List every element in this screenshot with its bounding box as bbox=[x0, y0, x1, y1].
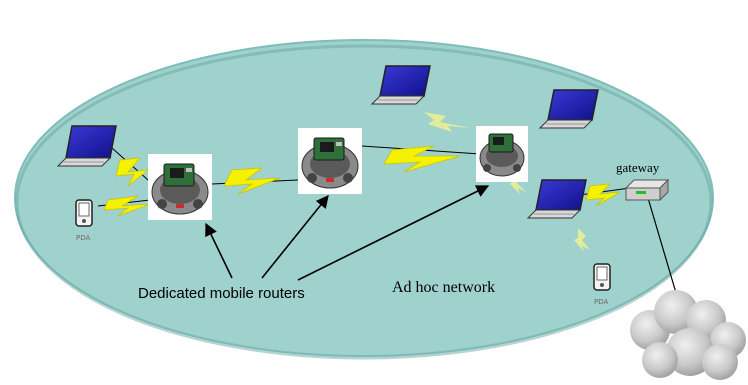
wireless-link-icon bbox=[585, 183, 621, 207]
dedicated-routers-label: Dedicated mobile routers bbox=[138, 285, 305, 302]
pda-label: PDA bbox=[76, 234, 90, 242]
wireless-link-icon bbox=[223, 167, 281, 195]
gateway-icon bbox=[624, 178, 670, 202]
wireless-link-icon bbox=[424, 112, 470, 132]
network-area bbox=[14, 39, 714, 357]
pda-label: PDA bbox=[594, 298, 608, 306]
wireless-link-icon bbox=[574, 228, 590, 252]
pda-icon bbox=[75, 199, 93, 227]
laptop-icon bbox=[370, 65, 431, 105]
laptop-icon bbox=[526, 179, 587, 219]
cloud-icon bbox=[630, 290, 746, 380]
laptop-icon bbox=[56, 125, 117, 167]
router-icon bbox=[148, 154, 212, 220]
wireless-link-icon bbox=[383, 145, 461, 173]
wireless-link-icon bbox=[115, 157, 150, 187]
router-icon bbox=[298, 128, 362, 194]
arrow-to-router-1 bbox=[205, 222, 233, 279]
network-area-bottom-shade bbox=[15, 44, 713, 360]
gateway-label: gateway bbox=[616, 160, 660, 175]
arrow-to-router-2 bbox=[261, 195, 329, 279]
arrow-to-router-3 bbox=[297, 185, 490, 281]
laptop-icon bbox=[538, 89, 599, 129]
pda-icon bbox=[593, 263, 611, 291]
router-icon bbox=[476, 126, 528, 182]
wireless-link-icon bbox=[103, 195, 151, 217]
adhoc-network-label: Ad hoc network bbox=[392, 279, 495, 296]
